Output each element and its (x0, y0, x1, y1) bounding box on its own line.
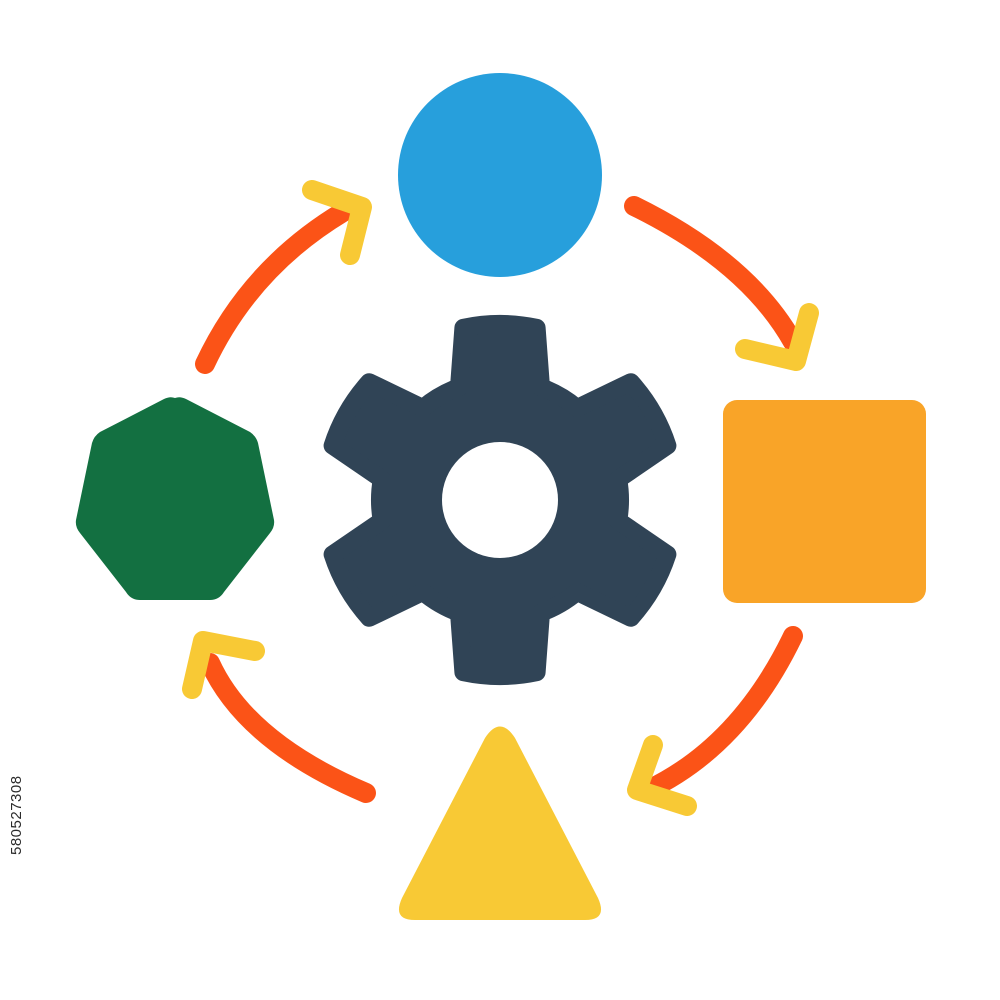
arrowhead-bottom-right (627, 735, 697, 816)
circle-icon (398, 73, 602, 277)
arrow-arc-bottom-right (638, 626, 803, 800)
arrowhead-top-left (302, 180, 372, 265)
gear-hole (442, 442, 558, 558)
arrow-arc-top-right (624, 196, 803, 352)
triangle-icon (398, 726, 602, 920)
heptagon-icon (75, 397, 275, 600)
stock-id-label: 580527308 (8, 775, 25, 855)
square-icon (723, 400, 926, 603)
arrowhead-bottom-left (182, 631, 265, 699)
arrowhead-top-right (735, 303, 819, 371)
gear-icon (323, 315, 677, 685)
arrow-arc-bottom-left (200, 653, 376, 803)
clockwise-cycle-arrows (182, 180, 819, 816)
arrow-arc-top-left (195, 202, 353, 374)
